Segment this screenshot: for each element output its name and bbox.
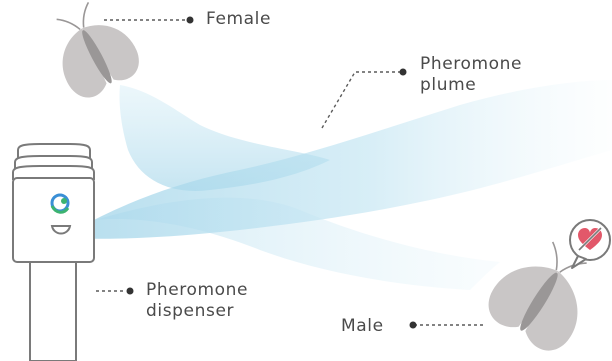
plume-to-male: [95, 198, 500, 290]
label-male-text: Male: [341, 316, 384, 337]
label-female-text: Female: [206, 9, 271, 30]
label-plume-line2: plume: [420, 75, 522, 96]
crossed-heart-icon: [570, 220, 610, 268]
label-plume-line1: Pheromone: [420, 54, 522, 75]
label-male: Male: [341, 316, 384, 337]
label-female: Female: [206, 9, 271, 30]
label-dispenser-line1: Pheromone: [146, 280, 248, 301]
pheromone-dispenser: [13, 144, 94, 361]
plume-leader-line: [322, 72, 400, 128]
label-pheromone-dispenser: Pheromone dispenser: [146, 280, 248, 322]
label-dispenser-line2: dispenser: [146, 301, 248, 322]
pheromone-plume: [75, 80, 612, 290]
label-pheromone-plume: Pheromone plume: [420, 54, 522, 96]
